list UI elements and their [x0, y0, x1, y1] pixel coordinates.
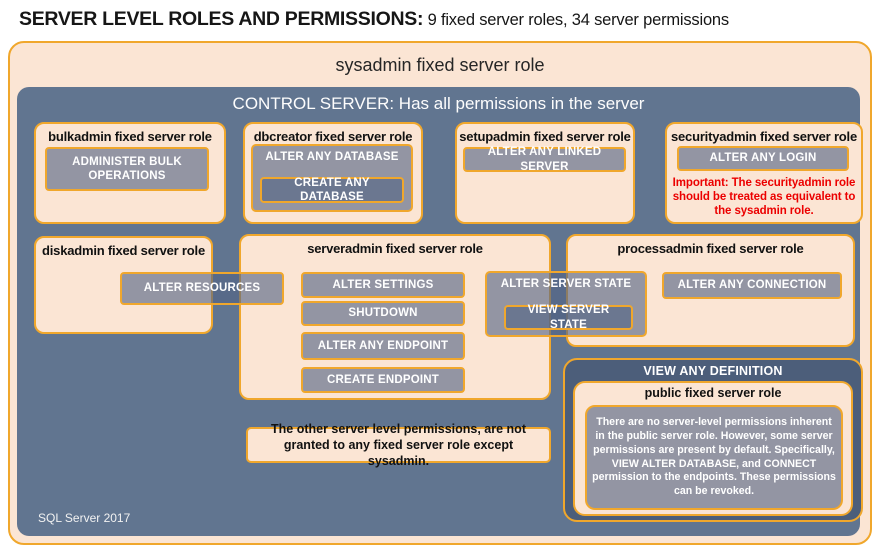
perm-shutdown: SHUTDOWN [301, 301, 465, 326]
securityadmin-role-title: securityadmin fixed server role [670, 129, 857, 144]
perm-alter-settings: ALTER SETTINGS [301, 272, 465, 298]
perm-alter-resources: ALTER RESOURCES [120, 272, 284, 305]
bulkadmin-role-title: bulkadmin fixed server role [48, 129, 212, 144]
perm-alter-any-database: ALTER ANY DATABASE CREATE ANY DATABASE [251, 144, 413, 212]
perm-create-endpoint: CREATE ENDPOINT [301, 367, 465, 393]
sysadmin-role-title: sysadmin fixed server role [335, 55, 545, 75]
page-title-main: SERVER LEVEL ROLES AND PERMISSIONS: [19, 8, 424, 30]
page-title: SERVER LEVEL ROLES AND PERMISSIONS: 9 fi… [19, 8, 729, 31]
serveradmin-role-title: serveradmin fixed server role [307, 241, 483, 256]
perm-alter-any-endpoint: ALTER ANY ENDPOINT [301, 332, 465, 360]
public-role-note: There are no server-level permissions in… [585, 405, 843, 510]
diskadmin-role-box: diskadmin fixed server role ALTER RESOUR… [34, 236, 284, 334]
view-any-definition-label: VIEW ANY DEFINITION [643, 364, 783, 378]
securityadmin-role-box: securityadmin fixed server role ALTER AN… [665, 122, 863, 224]
sysadmin-role-box: sysadmin fixed server role CONTROL SERVE… [8, 41, 872, 545]
perm-alter-any-connection: ALTER ANY CONNECTION [662, 272, 842, 299]
perm-alter-any-database-label: ALTER ANY DATABASE [265, 151, 399, 163]
setupadmin-role-title: setupadmin fixed server role [459, 129, 631, 144]
bulkadmin-role-box: bulkadmin fixed server role ADMINISTER B… [34, 122, 226, 224]
view-any-definition-box: VIEW ANY DEFINITION public fixed server … [563, 358, 863, 522]
perm-create-any-database: CREATE ANY DATABASE [260, 177, 404, 203]
perm-alter-server-state-label: ALTER SERVER STATE [500, 278, 632, 290]
control-server-title: CONTROL SERVER: Has all permissions in t… [232, 94, 645, 113]
setupadmin-role-box: setupadmin fixed server role ALTER ANY L… [455, 122, 635, 224]
perm-alter-any-linked-server: ALTER ANY LINKED SERVER [463, 146, 626, 173]
securityadmin-warning-text: Important: The securityadmin role should… [672, 177, 856, 218]
serveradmin-role-box: serveradmin fixed server role ALTER SETT… [239, 234, 647, 400]
sql-server-version-label: SQL Server 2017 [38, 511, 131, 525]
public-role-box: public fixed server role There are no se… [573, 381, 853, 516]
perm-view-server-state: VIEW SERVER STATE [504, 304, 633, 331]
control-server-box: CONTROL SERVER: Has all permissions in t… [17, 87, 863, 536]
dbcreator-role-box: dbcreator fixed server role ALTER ANY DA… [243, 122, 423, 224]
perm-alter-any-login: ALTER ANY LOGIN [677, 146, 849, 171]
public-role-title: public fixed server role [644, 386, 782, 400]
diskadmin-role-title: diskadmin fixed server role [42, 243, 205, 258]
processadmin-role-title: processadmin fixed server role [617, 241, 804, 256]
perm-administer-bulk-operations: ADMINISTER BULK OPERATIONS [45, 147, 209, 191]
dbcreator-role-title: dbcreator fixed server role [253, 129, 413, 144]
page-title-subtitle: 9 fixed server roles, 34 server permissi… [427, 11, 730, 29]
perm-alter-server-state: ALTER SERVER STATE VIEW SERVER STATE [485, 271, 647, 337]
other-permissions-note: The other server level permissions, are … [246, 422, 551, 468]
